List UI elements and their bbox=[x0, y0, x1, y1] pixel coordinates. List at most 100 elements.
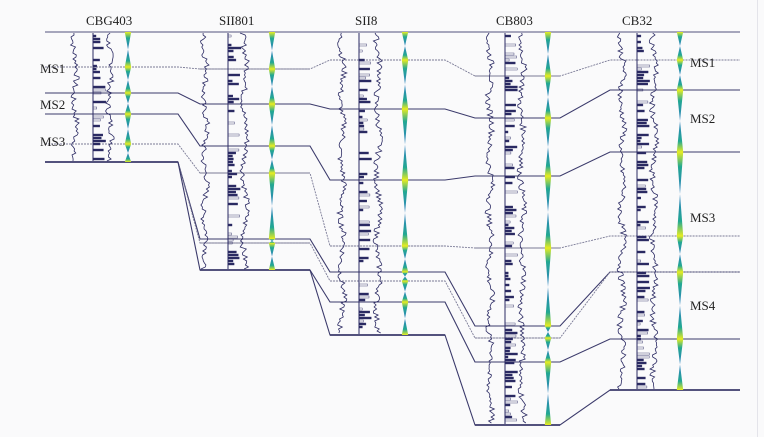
lithology-bar bbox=[504, 304, 514, 308]
lithology-bar bbox=[358, 295, 370, 299]
lithology-bar bbox=[636, 208, 641, 212]
lithology-bar bbox=[227, 94, 234, 98]
lithology-bar bbox=[227, 190, 237, 194]
base-level-rise-triangle bbox=[544, 332, 552, 338]
seq-label-left-ms3: MS3 bbox=[40, 134, 65, 149]
lithology-bar bbox=[504, 253, 518, 257]
lithology-bar bbox=[504, 385, 513, 389]
lithology-bar bbox=[358, 220, 370, 224]
base-level-fall-triangle bbox=[401, 246, 409, 259]
lithology-bar bbox=[504, 376, 514, 380]
correlation-line bbox=[475, 89, 740, 119]
well-cb32 bbox=[616, 32, 684, 390]
lithology-bar bbox=[92, 64, 97, 68]
lithology-bar bbox=[636, 250, 646, 254]
lithology-bar bbox=[636, 34, 642, 38]
lithology-bar bbox=[504, 271, 509, 275]
base-level-fall-triangle bbox=[124, 114, 132, 129]
lithology-bar bbox=[636, 79, 650, 83]
lithology-bar bbox=[636, 313, 646, 317]
lithology-bar bbox=[636, 73, 645, 77]
lithology-bar bbox=[358, 229, 372, 233]
base-level-fall-triangle bbox=[124, 32, 132, 50]
lithology-bar bbox=[504, 232, 515, 236]
lithology-bar bbox=[636, 340, 643, 344]
log-curve-right bbox=[239, 32, 250, 270]
lithology-bar bbox=[504, 295, 514, 299]
correlation-line bbox=[330, 245, 560, 249]
base-level-fall-triangle bbox=[676, 236, 684, 254]
lithology-bar bbox=[358, 175, 365, 179]
lithology-bar bbox=[636, 124, 650, 128]
lithology-bar bbox=[227, 184, 237, 188]
lithology-bar bbox=[636, 274, 650, 278]
lithology-bar bbox=[504, 175, 516, 179]
lithology-bar bbox=[504, 55, 517, 59]
lithology-bar bbox=[358, 232, 369, 236]
base-level-rise-triangle bbox=[124, 129, 132, 144]
correlation-line bbox=[45, 143, 310, 174]
lithology-bar bbox=[636, 145, 643, 149]
lithology-bar bbox=[92, 106, 97, 110]
well-cbg403 bbox=[69, 32, 132, 162]
base-level-rise-triangle bbox=[268, 86, 276, 104]
lithology-bar bbox=[504, 151, 512, 155]
lithology-bar bbox=[636, 136, 642, 140]
lithology-bar bbox=[227, 241, 233, 245]
base-level-fall-triangle bbox=[268, 32, 276, 51]
well-title-cb32: CB32 bbox=[622, 13, 652, 28]
lithology-bar bbox=[636, 295, 645, 299]
lithology-bar bbox=[92, 88, 106, 92]
lithology-bar bbox=[636, 142, 650, 146]
lithology-bar bbox=[636, 280, 650, 284]
lithology-bar bbox=[504, 67, 518, 71]
lithology-bar bbox=[504, 343, 516, 347]
lithology-bar bbox=[92, 76, 101, 80]
lithology-bar bbox=[227, 238, 234, 242]
lithology-bar bbox=[358, 190, 368, 194]
lithology-bar bbox=[358, 256, 369, 260]
lithology-bar bbox=[504, 412, 511, 416]
lithology-bar bbox=[504, 352, 518, 356]
well-title-sii8: SII8 bbox=[355, 13, 377, 28]
base-level-rise-triangle bbox=[268, 241, 276, 243]
lithology-bar bbox=[504, 340, 512, 344]
base-level-fall-triangle bbox=[124, 144, 132, 153]
base-level-fall-triangle bbox=[401, 272, 409, 277]
base-level-rise-triangle bbox=[676, 75, 684, 90]
lithology-bar bbox=[358, 151, 369, 155]
lithology-bar bbox=[504, 79, 513, 83]
base-level-rise-triangle bbox=[676, 121, 684, 152]
lithology-bar bbox=[92, 37, 101, 41]
base-level-rise-triangle bbox=[124, 80, 132, 93]
base-level-fall-triangle bbox=[268, 243, 276, 257]
lithology-bar bbox=[504, 223, 509, 227]
lithology-bar bbox=[92, 58, 100, 62]
lithology-bar bbox=[227, 157, 234, 161]
lithology-bar bbox=[636, 376, 646, 380]
base-level-rise-triangle bbox=[544, 147, 552, 176]
base-level-rise-triangle bbox=[544, 350, 552, 362]
base-level-rise-triangle bbox=[544, 54, 552, 76]
lithology-bar bbox=[504, 379, 516, 383]
lithology-bar bbox=[504, 52, 515, 56]
lithology-bar bbox=[227, 214, 240, 218]
lithology-bar bbox=[92, 46, 104, 50]
lithology-bar bbox=[504, 124, 515, 128]
lithology-bar bbox=[636, 226, 646, 230]
seq-label-right-ms2: MS2 bbox=[690, 111, 715, 126]
base-level-fall-triangle bbox=[544, 326, 552, 332]
lithology-bar bbox=[92, 85, 106, 89]
base-level-rise-triangle bbox=[401, 84, 409, 109]
lithology-bar bbox=[504, 214, 517, 218]
lithology-bar bbox=[358, 73, 370, 77]
lithology-bar bbox=[358, 94, 364, 98]
base-level-rise-triangle bbox=[124, 49, 132, 67]
lithology-bar bbox=[358, 88, 368, 92]
correlation-line bbox=[475, 59, 740, 77]
base-level-fall-triangle bbox=[544, 338, 552, 350]
lithology-bar bbox=[636, 322, 641, 326]
lithology-bar bbox=[504, 181, 513, 185]
lithology-bar bbox=[358, 193, 371, 197]
